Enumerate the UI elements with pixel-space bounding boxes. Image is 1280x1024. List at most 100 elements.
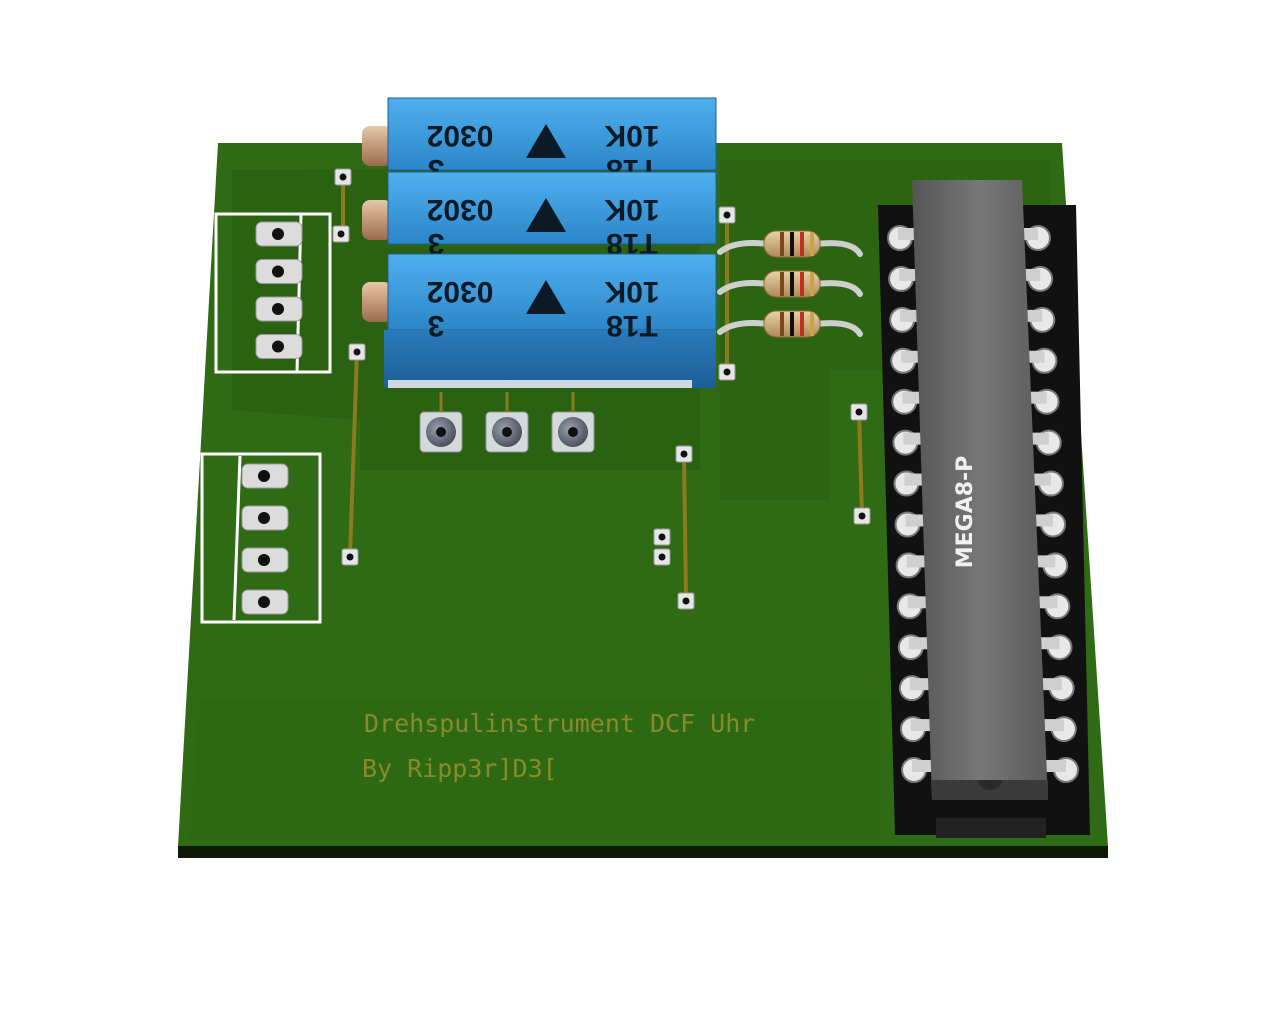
via-pads — [332, 168, 871, 610]
resistor-band — [810, 232, 814, 256]
via — [332, 225, 350, 243]
pot-side — [384, 330, 716, 388]
board-edge — [178, 846, 1108, 858]
trace — [857, 411, 864, 517]
via — [677, 592, 695, 610]
ic-pin-right — [1042, 757, 1079, 783]
triangle-icon — [526, 198, 566, 232]
button-center — [568, 427, 578, 437]
resistor-group — [717, 230, 863, 338]
connector-pin — [255, 259, 303, 284]
via — [853, 507, 871, 525]
pot-label-turns: 3 — [428, 309, 445, 342]
resistor-band — [790, 312, 794, 336]
triangle-icon — [526, 124, 566, 158]
via-hole — [682, 597, 690, 605]
pin-hole — [258, 470, 270, 482]
connector-pin — [241, 463, 289, 489]
pot-label-date: 0302 — [427, 119, 494, 152]
trace — [682, 453, 688, 601]
pin-leg — [1042, 760, 1066, 772]
pin-hole — [272, 265, 284, 278]
connector-pin — [241, 589, 289, 615]
resistor — [717, 270, 863, 298]
resistor-band — [780, 232, 784, 256]
resistor-band — [800, 232, 804, 256]
ic-body — [912, 180, 1048, 800]
via-hole — [680, 450, 688, 458]
pin-leg — [1039, 719, 1064, 732]
via — [675, 445, 693, 463]
via-hole — [337, 230, 345, 238]
trace — [348, 351, 359, 557]
pushbutton — [419, 392, 463, 453]
resistor-lead — [717, 240, 863, 257]
via-hole — [658, 533, 666, 541]
connector-pin — [255, 296, 303, 322]
pot-label-value: 10K — [604, 119, 659, 152]
connector-outline — [214, 212, 332, 374]
pot-label-value: 10K — [604, 193, 659, 226]
via — [348, 343, 366, 361]
connector-pin — [255, 334, 303, 359]
via — [850, 403, 868, 421]
connector-pin — [241, 547, 289, 573]
pot-label-date: 0302 — [427, 193, 494, 226]
board-title-text: Drehspulinstrument DCF Uhr — [364, 709, 755, 738]
via — [718, 206, 736, 224]
pushbutton — [551, 392, 595, 453]
ic-pin-right — [1037, 675, 1075, 702]
via — [341, 548, 359, 566]
via-hole — [723, 368, 731, 376]
connector-outline — [200, 452, 322, 624]
pin-hole — [258, 554, 270, 566]
chip-label: MEGA8-P — [953, 456, 978, 569]
resistor-band — [780, 272, 784, 296]
pin-leg — [1037, 678, 1062, 691]
ic-notch — [978, 780, 1002, 790]
via — [334, 168, 352, 186]
pot-label-code: T18 — [606, 309, 658, 342]
pin-hole — [272, 340, 284, 353]
connector-bottom — [200, 452, 322, 624]
via-hole — [346, 553, 354, 561]
resistor — [717, 230, 863, 258]
via — [653, 548, 671, 566]
resistor-band — [810, 272, 814, 296]
resistor-band — [790, 232, 794, 256]
resistor — [717, 310, 863, 338]
board-author-text: By Ripp3r]D3[ — [362, 754, 558, 783]
pushbutton-row — [419, 392, 595, 453]
connector-pin — [255, 221, 303, 247]
via-hole — [339, 173, 347, 181]
socket-notch-area — [936, 818, 1046, 838]
connector-divider — [232, 455, 242, 621]
pin-hole — [272, 228, 284, 240]
connector-top — [214, 212, 332, 374]
button-center — [502, 427, 512, 437]
via-hole — [858, 512, 866, 520]
resistor-band — [800, 312, 804, 336]
via-hole — [855, 408, 863, 416]
traces — [341, 178, 864, 601]
via-hole — [353, 348, 361, 356]
via — [718, 363, 736, 381]
pot-label-turns: 3 — [428, 227, 445, 260]
pushbutton — [485, 392, 529, 453]
pin-hole — [258, 596, 270, 608]
pot-base-strip — [388, 380, 692, 388]
resistor-lead — [717, 320, 863, 337]
resistor-lead — [717, 280, 863, 297]
adjust-screw — [362, 200, 392, 240]
ic-pin-right — [1039, 716, 1077, 743]
pin-hole — [258, 512, 270, 524]
adjust-screw — [362, 282, 392, 322]
via — [653, 528, 671, 546]
resistor-band — [790, 272, 794, 296]
resistor-band — [780, 312, 784, 336]
